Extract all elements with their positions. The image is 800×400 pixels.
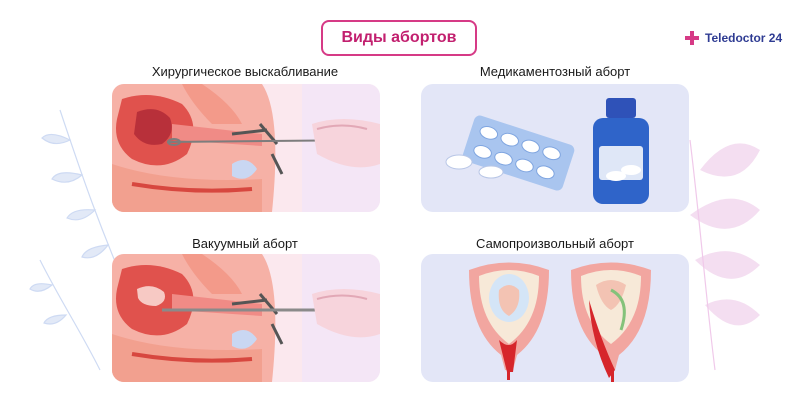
brand-logo: Teledoctor 24 [684,29,782,47]
caption-surgical: Хирургическое выскабливание [151,64,339,79]
spontaneous-miscarriage-illustration [421,254,689,382]
medication-pills-illustration [421,84,689,212]
surgical-curettage-illustration [112,84,380,212]
caption-vacuum: Вакуумный аборт [192,236,298,251]
caption-spontaneous: Самопроизвольный аборт [476,236,634,251]
page-title: Виды абортов [321,20,477,56]
caption-medication: Медикаментозный аборт [479,64,631,79]
vacuum-aspiration-illustration [112,254,380,382]
brand-name: Teledoctor 24 [705,31,783,45]
plus-cross-icon [685,31,699,45]
